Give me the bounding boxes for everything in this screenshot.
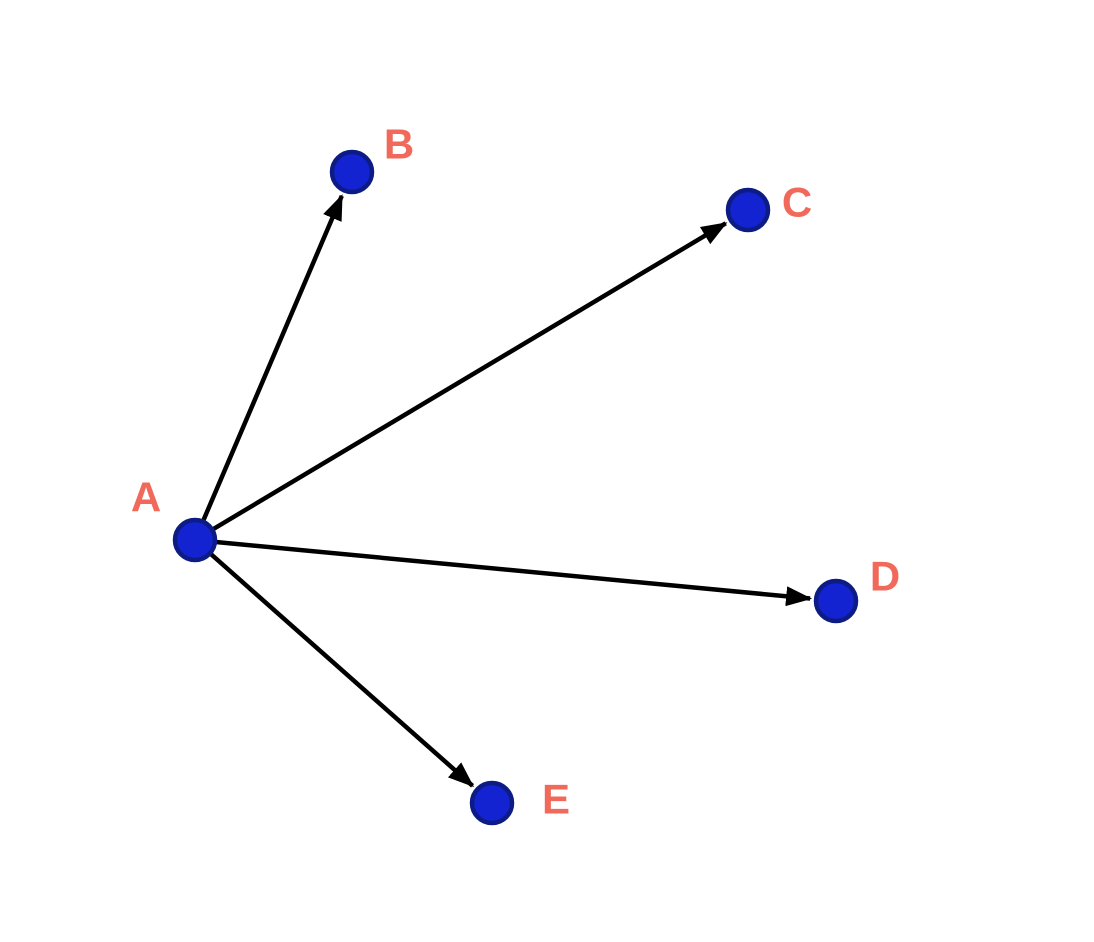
edge-A-to-B bbox=[192, 194, 344, 541]
edge-A-to-D bbox=[194, 537, 813, 607]
edge-A-to-C bbox=[193, 221, 728, 542]
node-D bbox=[813, 578, 859, 624]
edge-A-to-E bbox=[193, 538, 475, 788]
node-A bbox=[172, 517, 218, 563]
node-E bbox=[469, 780, 515, 826]
node-C bbox=[725, 187, 771, 233]
node-B bbox=[329, 149, 375, 195]
node-label-B: B bbox=[384, 121, 414, 168]
node-label-D: D bbox=[870, 553, 900, 600]
node-label-C: C bbox=[782, 179, 812, 226]
node-label-A: A bbox=[131, 474, 161, 521]
node-label-E: E bbox=[542, 776, 570, 823]
